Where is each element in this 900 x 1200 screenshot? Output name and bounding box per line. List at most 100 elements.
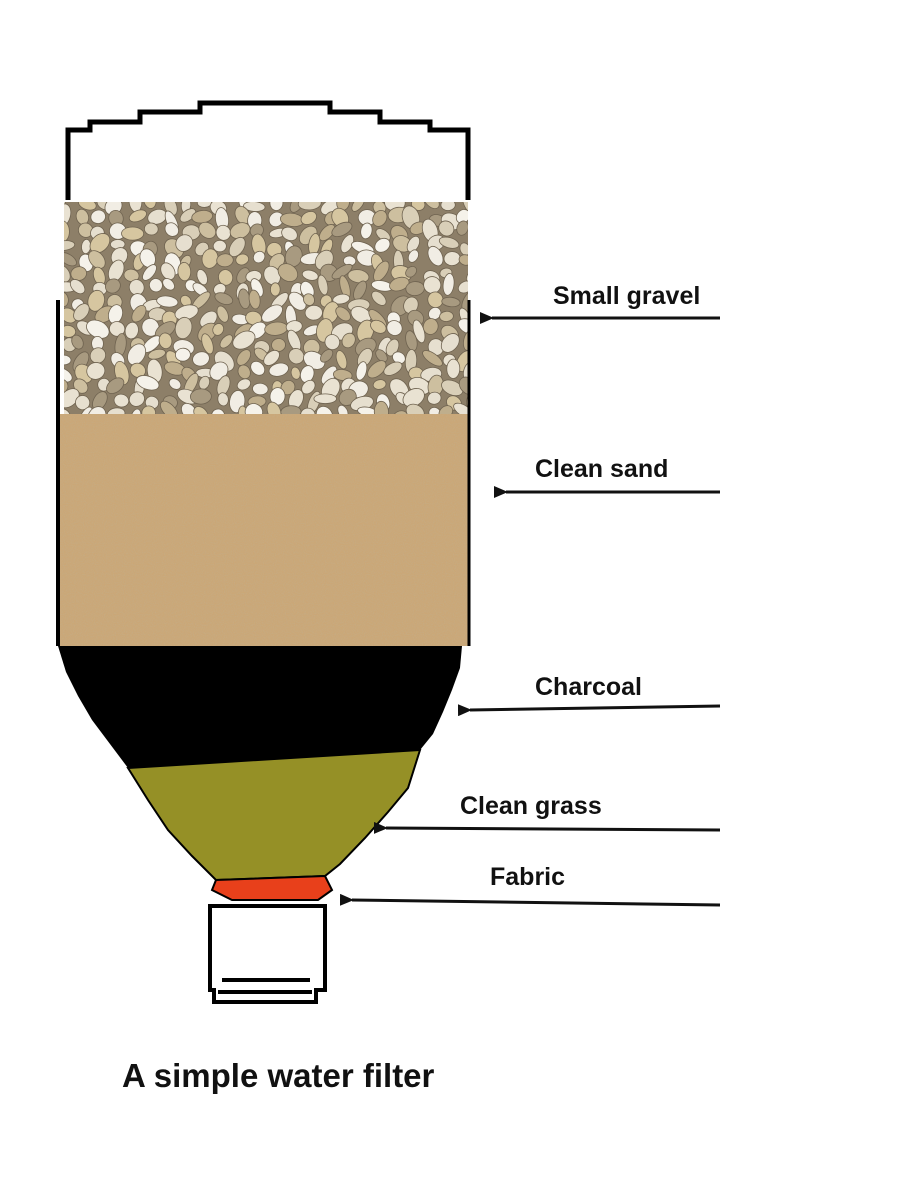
gravel-pebble [383, 361, 403, 376]
gravel-pebble [127, 343, 147, 366]
bottle-top-outline [65, 100, 471, 200]
gravel-pebble [288, 291, 307, 311]
gravel-pebble [158, 332, 173, 350]
gravel-pebble [88, 250, 106, 269]
gravel-pebble [70, 266, 87, 281]
gravel-pebble [177, 262, 192, 282]
arrow-fabric [339, 893, 721, 907]
gravel-pebble [458, 254, 468, 266]
gravel-pebble [130, 408, 142, 414]
gravel-pebble [367, 360, 387, 379]
gravel-pebble [129, 362, 146, 378]
gravel-pebble [463, 330, 468, 351]
label-small-gravel: Small gravel [553, 282, 700, 310]
gravel-pebble [300, 407, 316, 414]
gravel-pebble [440, 333, 460, 353]
gravel-pebble [320, 349, 334, 363]
gravel-pebble [335, 306, 351, 322]
gravel-pebble [219, 334, 233, 349]
gravel-pebble [181, 402, 198, 414]
gravel-pebble [318, 224, 336, 242]
gravel-pebble [440, 202, 456, 211]
gravel-pebble [64, 307, 77, 324]
gravel-pebble [175, 234, 194, 252]
gravel-pebble [462, 202, 468, 215]
gravel-pebble [141, 318, 160, 337]
gravel-pebble [438, 236, 460, 249]
gravel-pebble [244, 403, 264, 414]
gravel-pebble [215, 224, 232, 241]
gravel-pebble [136, 375, 160, 391]
gravel-pebble [64, 203, 72, 228]
gravel-pebble [192, 351, 210, 367]
gravel-pebble [466, 393, 468, 411]
gravel-pebble [79, 406, 93, 414]
gravel-pebble [90, 209, 106, 224]
gravel-pebble [341, 332, 356, 349]
gravel-pebble [288, 348, 305, 365]
gravel-pebble [64, 202, 67, 215]
fabric-layer [210, 874, 334, 901]
label-clean-grass: Clean grass [460, 792, 602, 820]
gravel-pebble [371, 290, 387, 306]
gravel-pebble [261, 304, 283, 323]
gravel-pebble [374, 237, 391, 253]
gravel-pebble [301, 379, 316, 395]
gravel-pebble [331, 263, 353, 280]
bottle-neck [208, 904, 327, 1004]
gravel-pebble [389, 276, 410, 292]
gravel-pebble [162, 278, 175, 291]
gravel-pebble [297, 202, 322, 211]
gravel-pebble [350, 306, 372, 324]
gravel-pebble [216, 305, 229, 323]
gravel-pebble [175, 347, 191, 362]
gravel-pebble [160, 262, 176, 281]
gravel-pebble [64, 324, 77, 338]
gravel-pebble [190, 388, 212, 405]
gravel-pebble [370, 319, 387, 334]
gravel-pebble [211, 408, 226, 414]
gravel-pebble [466, 270, 468, 285]
gravel-pebble [147, 348, 166, 360]
gravel-pebble [164, 222, 179, 237]
gravel-pebble [403, 296, 419, 314]
gravel-pebble [71, 334, 84, 350]
gravel-pebble [106, 407, 126, 414]
gravel-pebble [64, 252, 77, 267]
gravel-pebble [268, 362, 289, 377]
gravel-pebble [212, 240, 227, 253]
gravel-pebble [252, 382, 269, 396]
gravel-pebble [236, 349, 252, 366]
gravel-pebble [457, 280, 468, 294]
gravel-pebble [385, 338, 400, 357]
gravel-pebble [386, 320, 403, 336]
gravel-pebble [106, 377, 125, 394]
gravel-pebble [143, 202, 157, 209]
gravel-pebble [375, 349, 388, 363]
gravel-pebble [252, 250, 266, 264]
gravel-pebble [373, 400, 389, 414]
gravel-pebble [422, 350, 443, 367]
gravel-pebble [375, 228, 391, 242]
gravel-pebble [453, 402, 468, 414]
arrow-charcoal [457, 704, 721, 717]
clean-sand-layer [58, 414, 468, 646]
gravel-pebble [89, 347, 107, 364]
arrow-clean-grass [373, 821, 721, 834]
gravel-pebble [360, 222, 373, 240]
gravel-pebble [438, 405, 454, 414]
gravel-pebble [441, 296, 461, 308]
gravel-pebble [303, 293, 315, 306]
gravel-pebble [142, 264, 157, 281]
gravel-pebble [248, 289, 261, 310]
gravel-pebble [351, 202, 365, 212]
gravel-pebble [174, 316, 193, 340]
label-clean-sand: Clean sand [535, 455, 668, 483]
gravel-pebble [372, 379, 387, 390]
gravel-pebble [131, 305, 147, 323]
gravel-pebble [105, 278, 121, 294]
gravel-pebble [332, 369, 353, 381]
gravel-pebble [428, 407, 442, 414]
gravel-pebble [121, 226, 145, 241]
